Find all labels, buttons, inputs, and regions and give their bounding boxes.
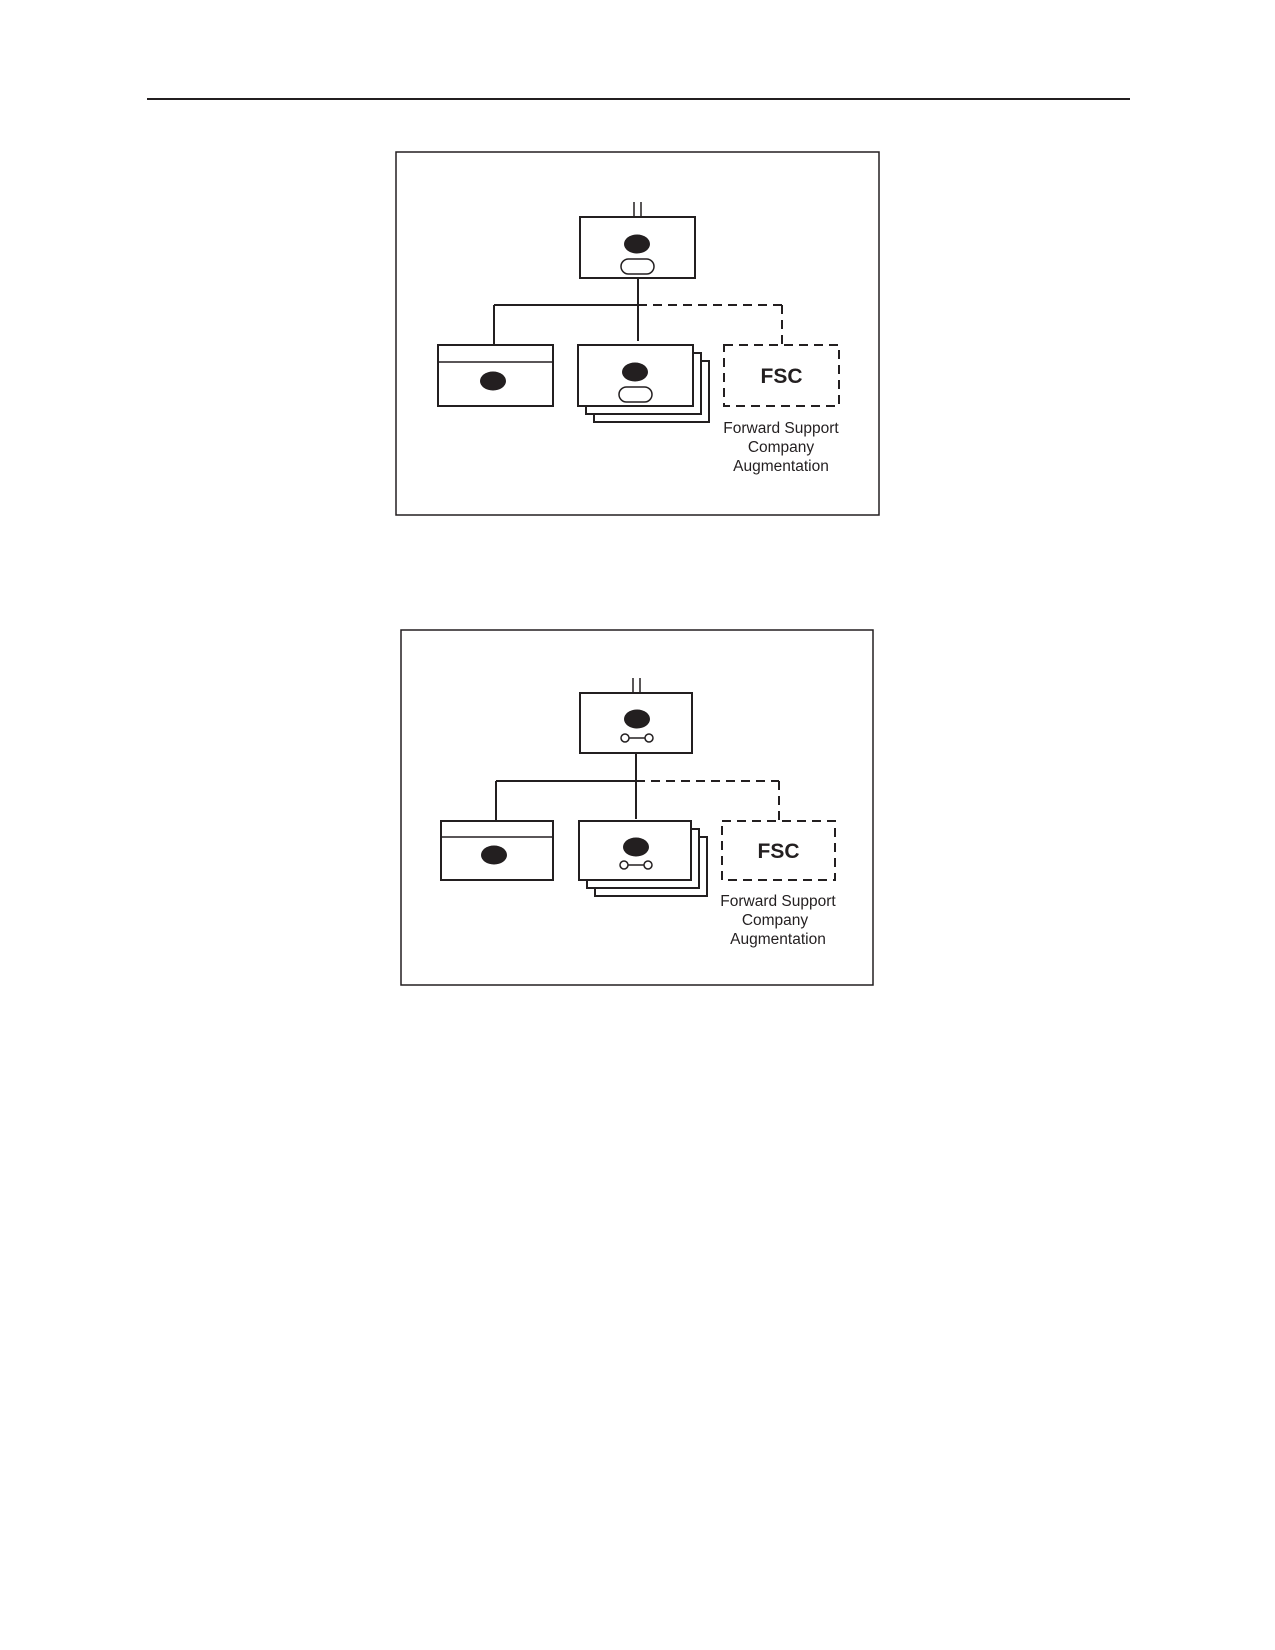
org-chart-wheeled: FSC Forward Support Company Augmentation — [400, 629, 874, 987]
fsc-augmentation: FSC Forward Support Company Augmentation — [720, 820, 836, 948]
fsc-frame-dashed — [723, 344, 840, 407]
header-rule — [147, 98, 1130, 100]
headquarters-company — [440, 820, 554, 881]
org-chart-wheeled-svg: FSC Forward Support Company Augmentation — [400, 629, 874, 986]
fsc-caption-line-2: Company — [742, 912, 809, 929]
company-infantry-oval-icon — [623, 837, 649, 857]
figure-frame — [400, 629, 874, 986]
infantry-oval-icon — [624, 709, 650, 729]
maneuver-companies — [577, 344, 710, 423]
maneuver-companies — [578, 820, 708, 897]
fsc-caption-line-3: Augmentation — [733, 458, 829, 475]
infantry-oval-icon — [624, 234, 650, 254]
fsc-caption-line-3: Augmentation — [730, 931, 826, 948]
wheeled-vehicle-icon — [620, 733, 654, 743]
fsc-frame-dashed — [721, 820, 836, 881]
tracked-vehicle-icon — [620, 258, 655, 275]
fsc-caption-line-1: Forward Support — [720, 893, 836, 910]
fsc-label: FSC — [758, 840, 800, 863]
fsc-caption-line-1: Forward Support — [723, 420, 839, 437]
fsc-augmentation: FSC Forward Support Company Augmentation — [723, 344, 840, 475]
parent-unit — [579, 692, 693, 754]
figure-frame — [395, 151, 880, 516]
hhc-infantry-oval-icon — [480, 371, 506, 391]
company-tracked-vehicle-icon — [618, 386, 653, 403]
headquarters-company — [437, 344, 554, 407]
fsc-caption-line-2: Company — [748, 439, 815, 456]
company-infantry-oval-icon — [622, 362, 648, 382]
company-wheeled-vehicle-icon — [619, 860, 653, 870]
org-chart-tracked: FSC Forward Support Company Augmentation — [395, 151, 880, 517]
hhc-infantry-oval-icon — [481, 845, 507, 865]
fsc-label: FSC — [761, 365, 803, 388]
org-chart-tracked-svg: FSC Forward Support Company Augmentation — [395, 151, 880, 516]
parent-unit — [579, 216, 696, 279]
